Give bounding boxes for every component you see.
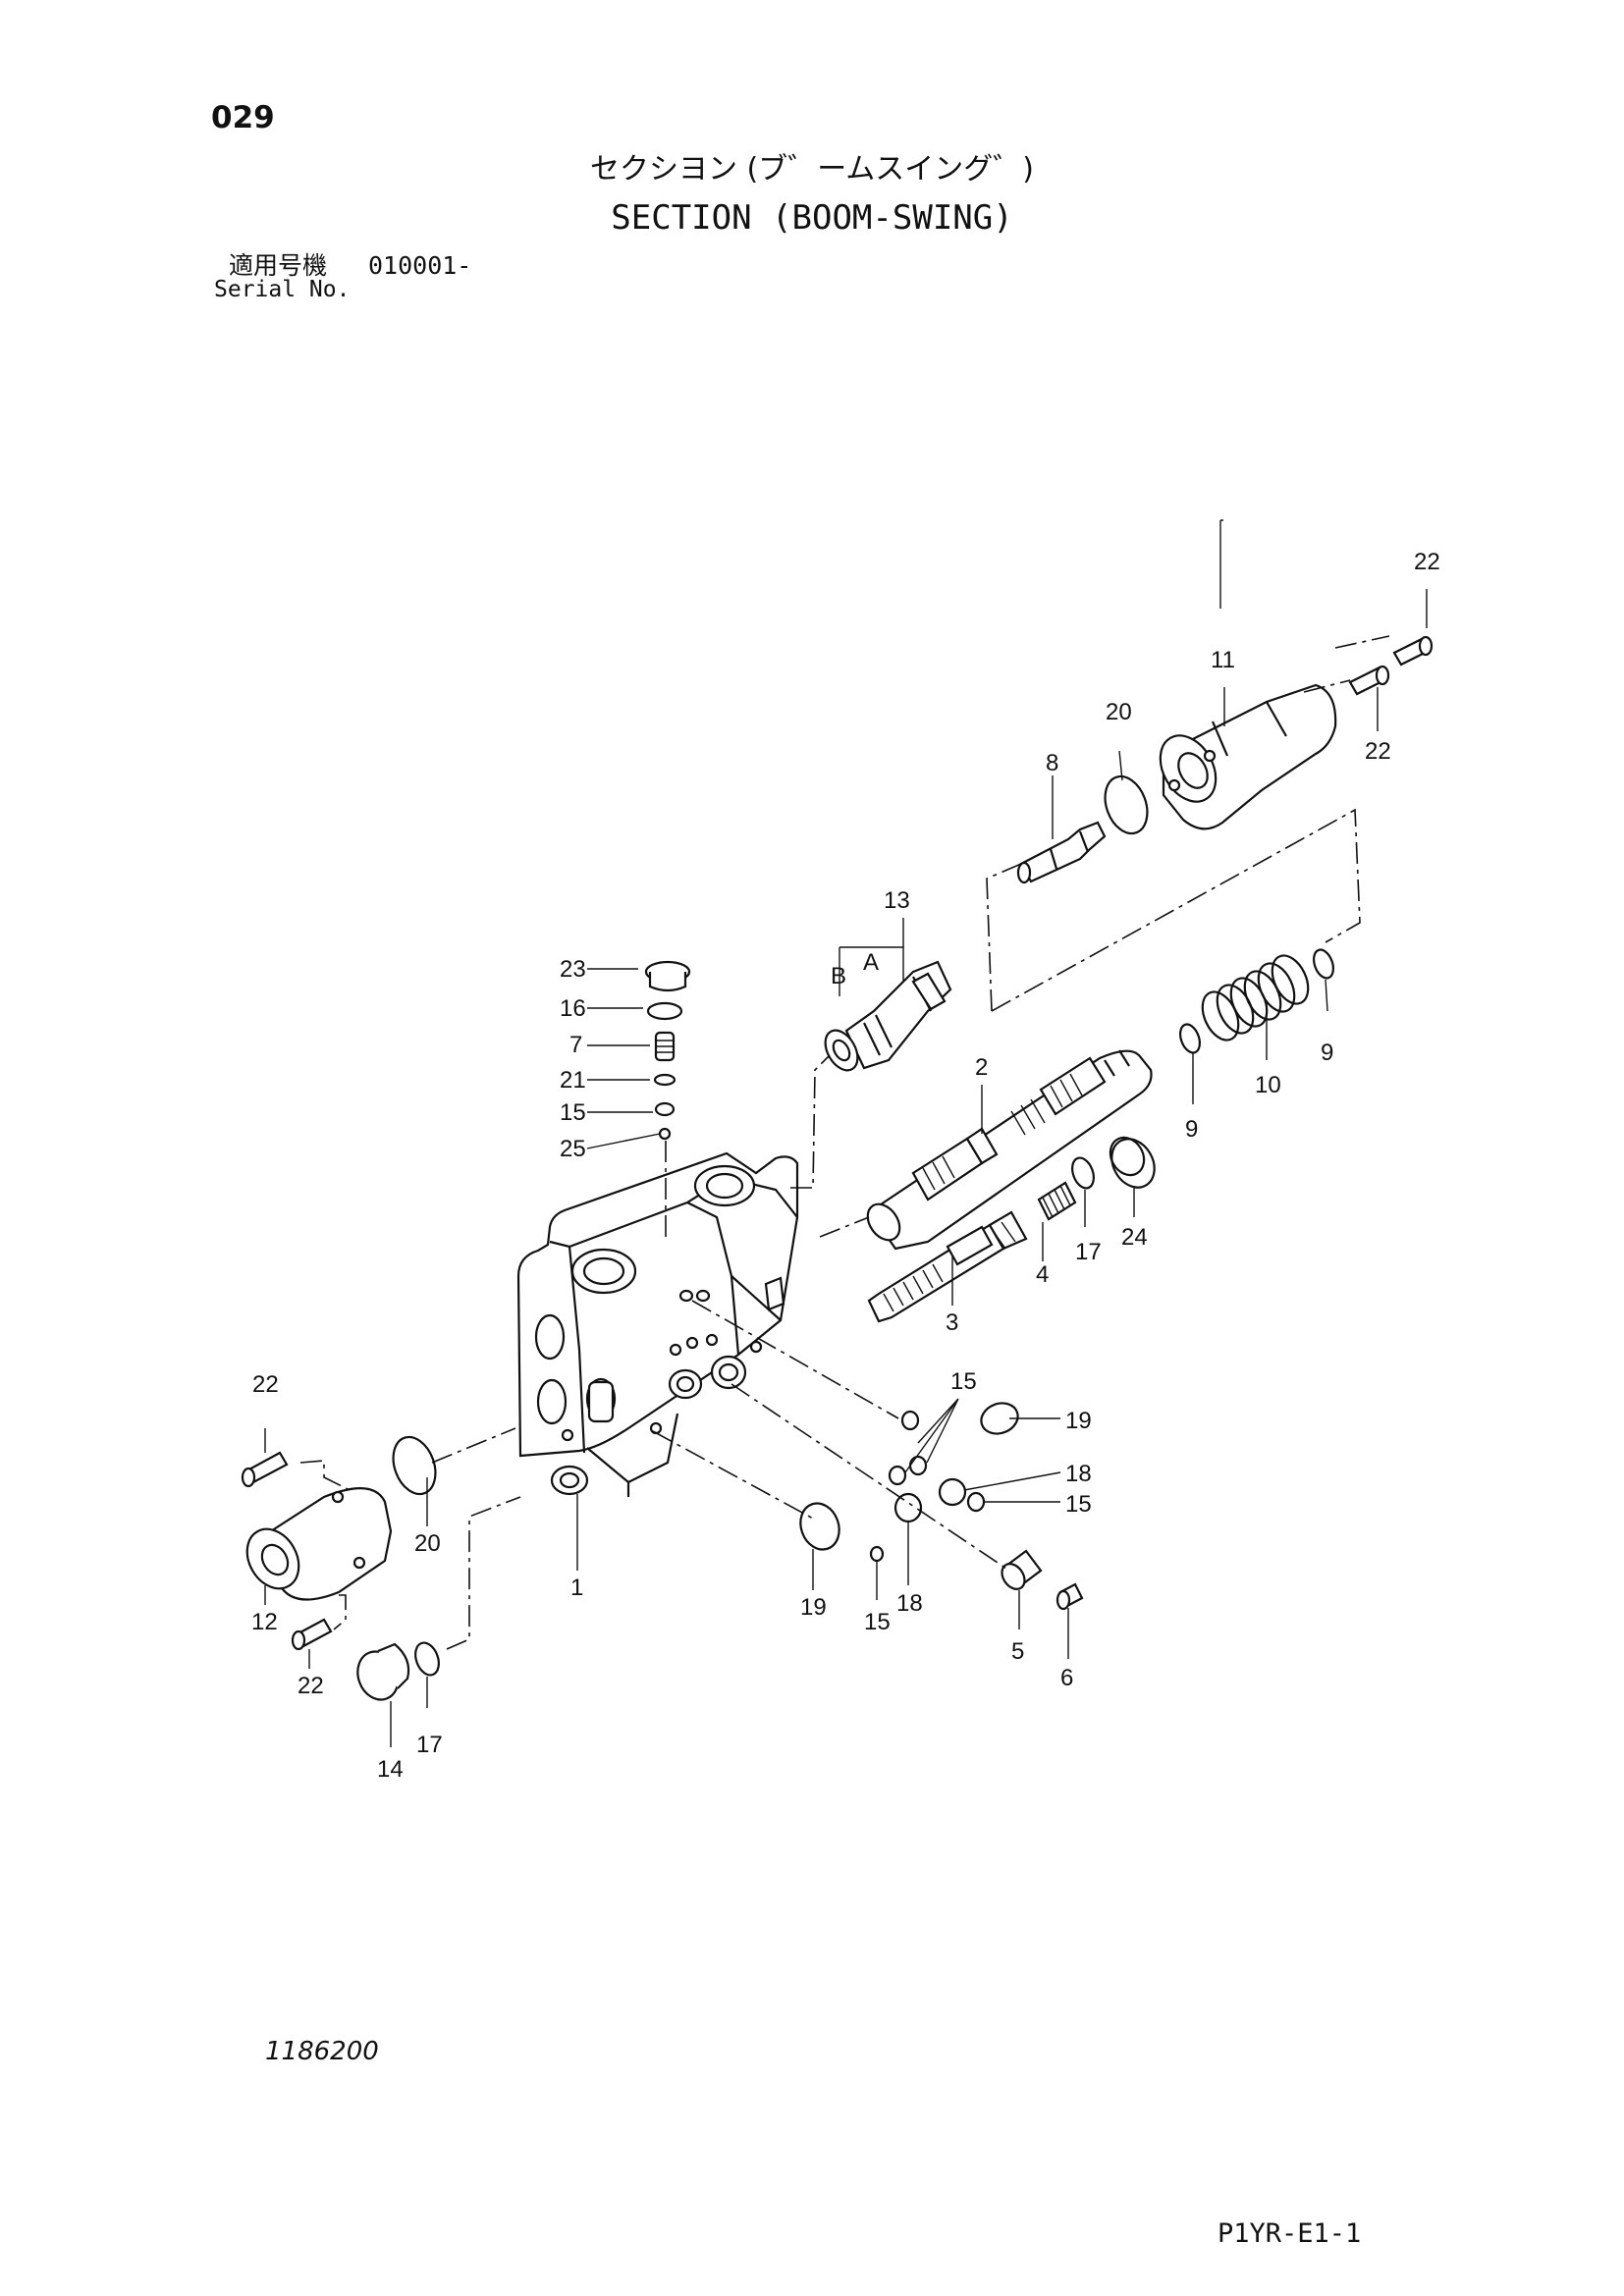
bolt-part-22-right-lower xyxy=(1348,665,1390,696)
port-label-b: B xyxy=(831,963,846,989)
callout-5: 5 xyxy=(1011,1638,1024,1665)
callout-17-left: 17 xyxy=(416,1732,443,1758)
page-title-japanese: セクシヨン (ブ゛ームスイング゛) xyxy=(589,152,1035,187)
page-number: 029 xyxy=(211,100,275,135)
plug-part-14 xyxy=(356,1642,410,1701)
o-ring-part-19-left xyxy=(799,1502,840,1551)
callout-12: 12 xyxy=(251,1609,278,1635)
callout-9-right: 9 xyxy=(1321,1040,1333,1066)
serial-number-value: 010001- xyxy=(368,251,472,280)
callout-13: 13 xyxy=(884,887,910,914)
valve-body-part xyxy=(516,1151,799,1497)
orifice-part-6 xyxy=(1056,1582,1084,1611)
retainer-9-upper xyxy=(1313,948,1334,980)
callout-11: 11 xyxy=(1211,647,1235,673)
drawing-number: 1186200 xyxy=(265,2037,379,2066)
main-spool-part xyxy=(866,1049,1153,1251)
o-ring-part-21 xyxy=(653,1073,677,1087)
leader-lines xyxy=(264,519,1428,1747)
plug-part-5 xyxy=(1001,1549,1043,1590)
plug-part-24 xyxy=(1109,1136,1156,1189)
callout-19-right: 19 xyxy=(1065,1408,1092,1434)
callout-20-right: 20 xyxy=(1106,699,1132,725)
callout-15-stack: 15 xyxy=(560,1099,586,1126)
callout-7: 7 xyxy=(569,1032,582,1058)
o-ring-part-16 xyxy=(646,1001,683,1021)
o-ring-part-15-b xyxy=(888,1465,907,1486)
bolt-part-22-right-upper xyxy=(1392,635,1434,667)
callout-15-upper: 15 xyxy=(950,1368,977,1395)
o-ring-part-20-left xyxy=(392,1435,437,1496)
o-ring-part-19-right xyxy=(980,1402,1019,1435)
o-ring-part-15-e xyxy=(869,1545,885,1563)
callout-1: 1 xyxy=(570,1575,583,1601)
callout-16: 16 xyxy=(560,995,586,1022)
spool-3-part xyxy=(867,1210,1028,1323)
spring-10-part xyxy=(1201,954,1310,1041)
callout-19-lower: 19 xyxy=(800,1594,827,1621)
retainer-9-lower xyxy=(1179,1023,1201,1054)
callout-22-top: 22 xyxy=(1414,549,1440,575)
spring-4-part xyxy=(1037,1181,1077,1221)
page-code: P1YR-E1-1 xyxy=(1218,2218,1362,2249)
check-valve-part-13 xyxy=(824,960,952,1072)
callout-22-left-upper: 22 xyxy=(252,1371,279,1398)
callout-8: 8 xyxy=(1046,750,1058,776)
callout-15-right: 15 xyxy=(1065,1491,1092,1518)
o-ring-part-17-right xyxy=(1071,1156,1095,1190)
callout-2: 2 xyxy=(975,1054,988,1081)
callout-labels: 23 16 7 21 15 25 22 22 11 20 8 13 B A 2 … xyxy=(251,549,1440,1783)
callout-23: 23 xyxy=(560,956,586,983)
callout-22-right: 22 xyxy=(1365,738,1391,765)
callout-25: 25 xyxy=(560,1136,586,1162)
o-ring-part-20-right xyxy=(1104,774,1149,835)
callout-18-right: 18 xyxy=(1065,1461,1092,1487)
port-label-a: A xyxy=(863,949,879,976)
callout-6: 6 xyxy=(1060,1665,1073,1691)
callout-14: 14 xyxy=(377,1756,404,1783)
callout-24: 24 xyxy=(1121,1224,1148,1251)
o-ring-part-18-upper xyxy=(938,1477,967,1507)
o-ring-part-15-c xyxy=(908,1455,928,1476)
o-ring-part-15-upper xyxy=(654,1101,676,1117)
bolt-part-22-left-lower xyxy=(291,1618,333,1651)
o-ring-part-15-d xyxy=(966,1491,986,1513)
callout-17-right: 17 xyxy=(1075,1239,1102,1265)
plug-part-23 xyxy=(644,960,691,992)
o-ring-part-15-a xyxy=(900,1410,920,1431)
callout-21: 21 xyxy=(560,1067,586,1094)
cap-part-12 xyxy=(245,1487,393,1601)
o-ring-part-18-lower xyxy=(893,1492,923,1523)
callout-4: 4 xyxy=(1036,1261,1049,1288)
callout-3: 3 xyxy=(946,1309,958,1336)
callout-18-lower: 18 xyxy=(896,1590,923,1617)
serial-label-english: Serial No. xyxy=(214,277,351,302)
ball-part-25 xyxy=(658,1127,672,1141)
poppet-part-7 xyxy=(654,1031,676,1062)
spring-cap-part-11 xyxy=(1159,683,1337,830)
page-title-english: SECTION (BOOM-SWING) xyxy=(611,198,1013,238)
callout-22-left-lower: 22 xyxy=(298,1673,324,1699)
callout-10: 10 xyxy=(1255,1072,1281,1098)
callout-20-left: 20 xyxy=(414,1530,441,1557)
plug-part-8 xyxy=(1016,821,1107,884)
callout-15-lower: 15 xyxy=(864,1609,891,1635)
assembly-lines xyxy=(299,635,1390,1650)
callout-9-left: 9 xyxy=(1185,1116,1198,1143)
o-ring-part-17-left xyxy=(414,1641,440,1677)
bolt-part-22-left-upper xyxy=(241,1451,289,1488)
serial-label-japanese: 適用号機 xyxy=(229,251,328,280)
